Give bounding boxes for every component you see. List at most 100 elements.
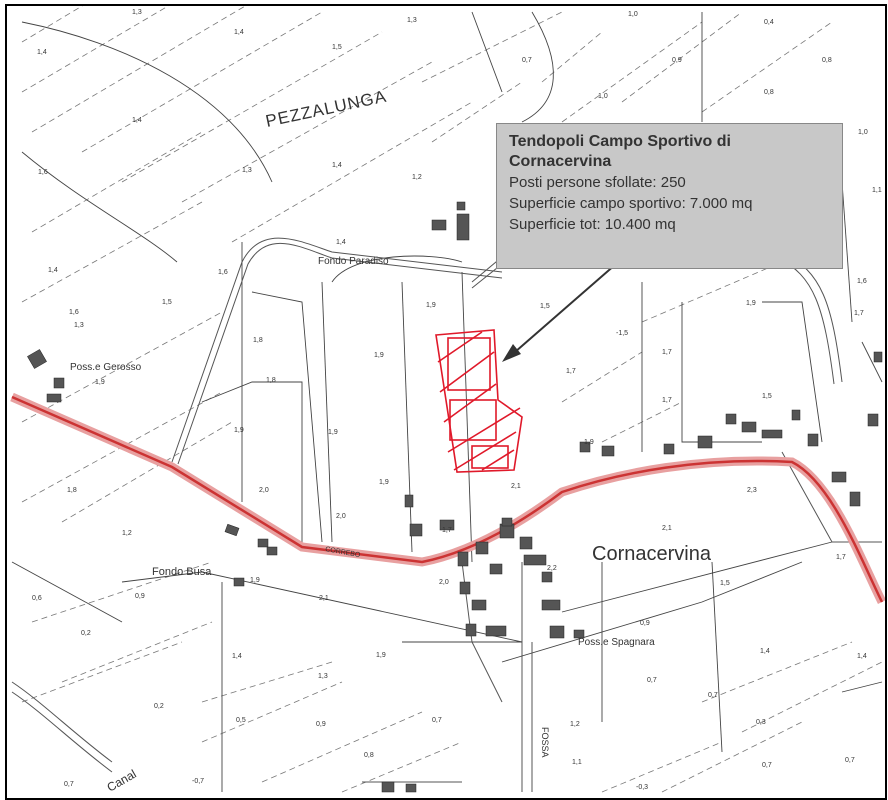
- elevation-label: 1,2: [122, 530, 132, 537]
- elevation-label: 1,8: [253, 337, 263, 344]
- elevation-label: 0,2: [154, 703, 164, 710]
- elevation-label: 0,7: [845, 757, 855, 764]
- elevation-label: 1,6: [857, 278, 867, 285]
- elevation-label: 1,7: [854, 310, 864, 317]
- elevation-label: 1,5: [720, 580, 730, 587]
- elevation-label: 1,2: [412, 174, 422, 181]
- place-pezzalunga: PEZZALUNGA: [264, 87, 389, 131]
- place-fossa: FOSSA: [540, 727, 550, 758]
- elevation-label: 1,9: [584, 439, 594, 446]
- elevation-label: 2,1: [511, 483, 521, 490]
- elevation-label: 1,9: [328, 429, 338, 436]
- place-poss-gerosso: Poss.e Gerosso: [70, 362, 142, 373]
- elevation-label: 0,2: [81, 630, 91, 637]
- elevation-label: -0,7: [192, 778, 204, 785]
- elevation-label: 1,9: [376, 652, 386, 659]
- elevation-label: 2,0: [439, 579, 449, 586]
- elevation-label: 2,0: [259, 487, 269, 494]
- parcel-lines: [21, 6, 883, 793]
- callout-superficie-campo: Superficie campo sportivo: 7.000 mq: [509, 195, 753, 212]
- elevation-label: 1,7: [442, 527, 452, 534]
- site-outline: [435, 329, 523, 473]
- elevation-label: 1,8: [67, 487, 77, 494]
- elevation-label: 1,4: [48, 267, 58, 274]
- elevation-label: 1,6: [218, 269, 228, 276]
- elevation-label: 1,9: [426, 302, 436, 309]
- elevation-label: 0,7: [708, 692, 718, 699]
- elevation-label: 0,7: [647, 677, 657, 684]
- site-info-callout: Tendopoli Campo Sportivo di Cornacervina…: [496, 123, 843, 269]
- elevation-label: 1,1: [872, 187, 882, 194]
- place-poss-spagnara: Poss.e Spagnara: [578, 637, 655, 648]
- place-fondo-paradiso: Fondo Paradiso: [318, 256, 389, 267]
- local-roads: [11, 235, 882, 792]
- elevation-label: 1,4: [332, 162, 342, 169]
- elevation-label: 1,4: [857, 653, 867, 660]
- elevation-label: 1,0: [628, 11, 638, 18]
- elevation-label: 1,7: [836, 554, 846, 561]
- elevation-label: 1,4: [234, 29, 244, 36]
- buildings: [27, 201, 883, 793]
- elevation-label: 1,3: [242, 167, 252, 174]
- elevation-label: 1,6: [38, 169, 48, 176]
- elevation-label: 1,9: [746, 300, 756, 307]
- elevation-label: 1,3: [318, 673, 328, 680]
- place-fondo-busa: Fondo Busa: [152, 566, 212, 578]
- elevation-label: -0,3: [636, 784, 648, 791]
- elevation-label: 1,5: [762, 393, 772, 400]
- elevation-label: 1,2: [570, 721, 580, 728]
- elevation-label: 1,9: [379, 479, 389, 486]
- elevation-label: 1,7: [662, 349, 672, 356]
- callout-arrow: [502, 263, 617, 362]
- elevation-label: 2,1: [319, 595, 329, 602]
- elevation-label: 1,3: [132, 9, 142, 16]
- elevation-label: 1,3: [407, 17, 417, 24]
- elevation-label: 1,6: [69, 309, 79, 316]
- elevation-label: 0,6: [32, 595, 42, 602]
- elevation-label: 0,5: [236, 717, 246, 724]
- elevation-label: 0,9: [640, 620, 650, 627]
- elevation-label: 0,7: [432, 717, 442, 724]
- elevation-label: 2,3: [747, 487, 757, 494]
- elevation-label: 0,9: [135, 593, 145, 600]
- callout-superficie-tot: Superficie tot: 10.400 mq: [509, 216, 676, 233]
- elevation-label: -1,5: [616, 330, 628, 337]
- elevation-label: 1,7: [566, 368, 576, 375]
- callout-title: Tendopoli Campo Sportivo di Cornacervina: [509, 133, 731, 170]
- map-frame: PEZZALUNGA Fondo Paradiso Poss.e Gerosso…: [5, 4, 887, 800]
- elevation-label: 1,1: [572, 759, 582, 766]
- place-canal: Canal: [105, 767, 139, 795]
- elevation-label: 1,5: [332, 44, 342, 51]
- elevation-label: 0,7: [522, 57, 532, 64]
- elevation-label: 1,4: [336, 239, 346, 246]
- elevation-label: 2,2: [547, 565, 557, 572]
- callout-posti: Posti persone sfollate: 250: [509, 174, 686, 191]
- elevation-label: 0,8: [764, 89, 774, 96]
- elevation-label: 2,1: [662, 525, 672, 532]
- elevation-label: 0,9: [672, 57, 682, 64]
- place-cornacervina: Cornacervina: [592, 543, 712, 565]
- elevation-label: 0,4: [764, 19, 774, 26]
- elevation-label: 1,3: [74, 322, 84, 329]
- elevation-label: 2,0: [336, 513, 346, 520]
- elevation-label: 1,9: [234, 427, 244, 434]
- elevation-label: 1,5: [540, 303, 550, 310]
- elevation-label: 0,9: [316, 721, 326, 728]
- main-road: [11, 395, 884, 603]
- elevation-label: 1,4: [760, 648, 770, 655]
- elevation-label: 0,8: [364, 752, 374, 759]
- elevation-label: 0,3: [756, 719, 766, 726]
- elevation-label: 1,4: [37, 49, 47, 56]
- elevation-label: 1,7: [662, 397, 672, 404]
- elevation-label: 1,0: [598, 93, 608, 100]
- elevation-label: 1,4: [232, 653, 242, 660]
- elevation-label: 1,5: [162, 299, 172, 306]
- elevation-label: 1,9: [95, 379, 105, 386]
- elevation-label: 1,9: [374, 352, 384, 359]
- elevation-labels: 1,3 1,4 1,4 1,5 1,3 1,0 0,9 0,8 0,4 0,8 …: [32, 9, 882, 791]
- cadastral-map: PEZZALUNGA Fondo Paradiso Poss.e Gerosso…: [10, 6, 885, 795]
- elevation-label: 1,0: [858, 129, 868, 136]
- elevation-label: 0,7: [762, 762, 772, 769]
- elevation-label: 1,4: [132, 117, 142, 124]
- elevation-label: 0,8: [822, 57, 832, 64]
